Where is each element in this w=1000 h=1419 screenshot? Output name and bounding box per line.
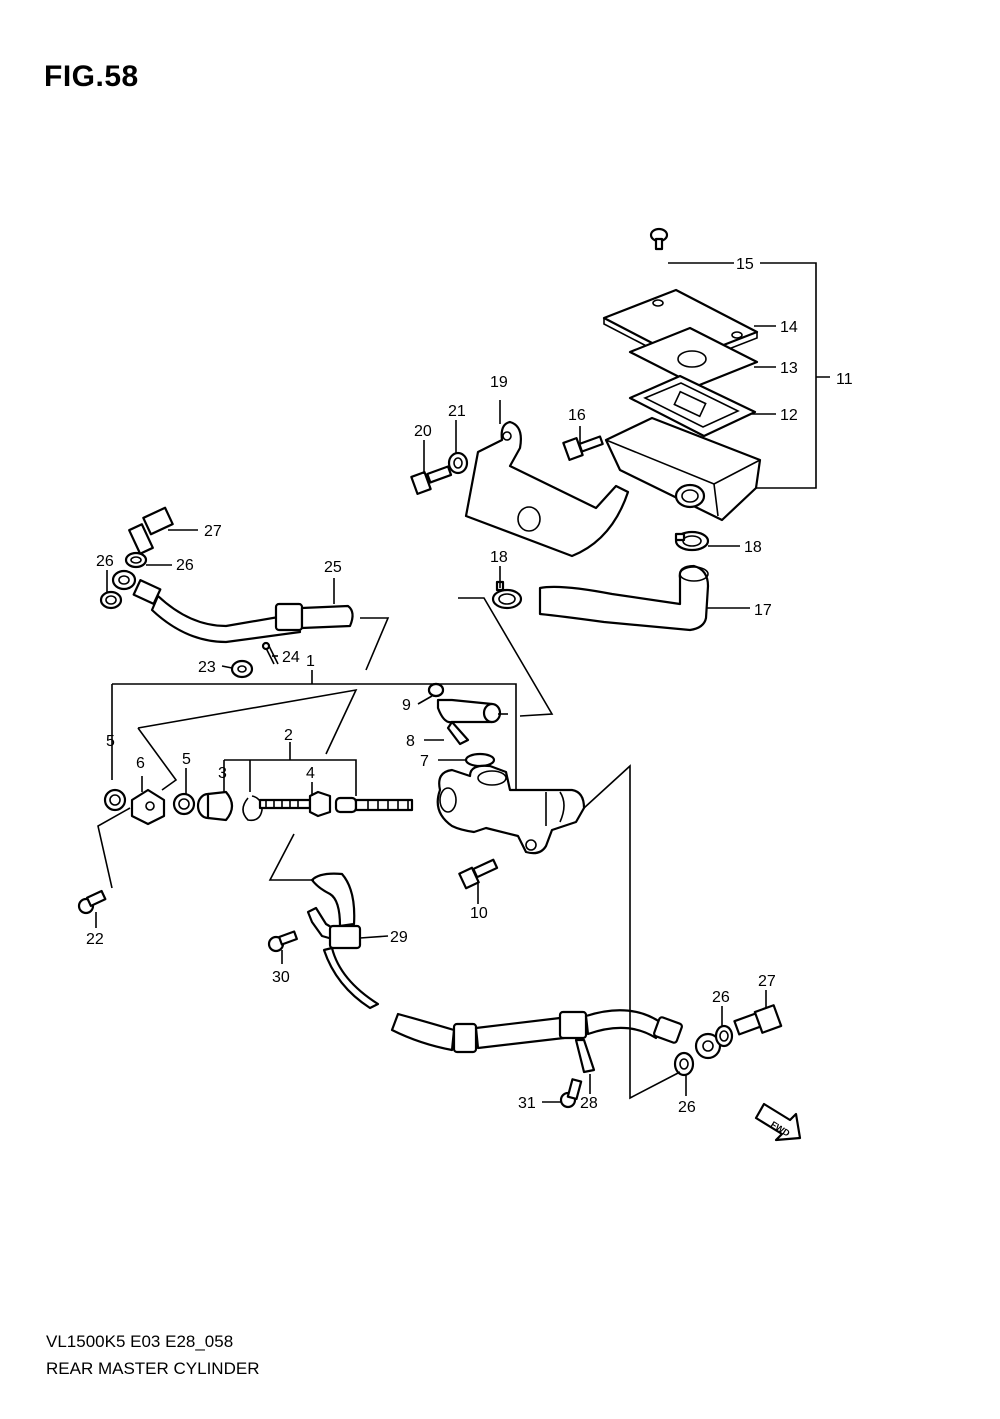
callout-26-a: 26	[176, 557, 194, 574]
callout-13: 13	[780, 360, 798, 377]
callout-12: 12	[780, 407, 798, 424]
dust-boot	[196, 790, 234, 822]
callout-3: 3	[218, 765, 227, 782]
reservoir-bracket	[464, 420, 630, 558]
diagram-name: REAR MASTER CYLINDER	[46, 1359, 260, 1378]
master-cylinder-body	[436, 764, 586, 855]
lower-washer-1	[714, 1024, 734, 1048]
callout-18-lower: 18	[490, 549, 508, 566]
reservoir-body	[604, 416, 762, 522]
hose-guide-bolt	[267, 930, 298, 953]
callout-30: 30	[272, 969, 290, 986]
callout-27-upper: 27	[204, 523, 222, 540]
reservoir-hose	[538, 564, 710, 632]
callout-9: 9	[402, 697, 411, 714]
figure-title: FIG.58	[44, 60, 139, 93]
callout-21: 21	[448, 403, 466, 420]
callout-11: 11	[836, 371, 853, 388]
callout-14: 14	[780, 319, 798, 336]
connector-screw	[427, 682, 445, 698]
nut-right	[172, 792, 196, 816]
reservoir-plate	[628, 326, 759, 388]
forward-arrow-icon: FWD	[754, 1102, 802, 1142]
callout-18-upper: 18	[744, 539, 762, 556]
callout-26-b: 26	[96, 553, 114, 570]
group-lines	[97, 262, 830, 1100]
nut-left	[103, 788, 127, 812]
callout-29: 29	[390, 929, 408, 946]
hose-clamp-lower	[491, 580, 523, 610]
callout-31: 31	[518, 1095, 536, 1112]
callout-15: 15	[736, 256, 754, 273]
push-rod	[258, 790, 332, 818]
clevis	[130, 788, 166, 826]
callout-26-c: 26	[712, 989, 730, 1006]
pin-washer	[230, 659, 254, 679]
callout-10: 10	[470, 905, 488, 922]
callout-labels: 15 14 13 11 12 19 16 21 20 18 18 17 27 2…	[86, 256, 853, 1116]
hose-clamp-bolt	[559, 1078, 583, 1109]
reservoir-diaphragm	[628, 374, 757, 438]
cotter-pin	[261, 641, 279, 665]
leader-lines	[95, 262, 776, 1103]
callout-4: 4	[306, 765, 315, 782]
bracket-bolt	[410, 465, 453, 495]
callout-1: 1	[306, 653, 315, 670]
callout-20: 20	[414, 423, 432, 440]
lower-washer-2	[673, 1051, 695, 1077]
lower-union-bolt	[733, 1004, 783, 1036]
model-code: VL1500K5 E03 E28_058	[46, 1332, 234, 1351]
reservoir-bolt	[562, 435, 604, 461]
callout-25: 25	[324, 559, 342, 576]
callout-8: 8	[406, 733, 415, 750]
callout-26-d: 26	[678, 1099, 696, 1116]
callout-5-right: 5	[182, 751, 191, 768]
callout-27-lower: 27	[758, 973, 776, 990]
callout-16: 16	[568, 407, 586, 424]
hose-clamp-upper	[674, 530, 710, 552]
callout-24: 24	[282, 649, 300, 666]
callout-5-left: 5	[106, 733, 115, 750]
reservoir-cap-screw	[649, 227, 669, 251]
callout-19: 19	[490, 374, 508, 391]
bracket-washer	[447, 451, 469, 475]
connector-o-ring	[464, 752, 496, 768]
upper-washer-1	[124, 551, 148, 569]
callout-28: 28	[580, 1095, 598, 1112]
hose-clamp-bracket	[574, 1038, 596, 1074]
upper-brake-hose	[111, 569, 354, 644]
upper-union-bolt	[128, 506, 174, 555]
upper-washer-2	[99, 590, 123, 610]
mounting-bolt	[458, 858, 499, 890]
callout-23: 23	[198, 659, 216, 676]
lower-brake-hose	[322, 924, 722, 1060]
clevis-pin	[77, 889, 107, 915]
piston-set	[334, 796, 414, 814]
callout-17: 17	[754, 602, 772, 619]
callout-7: 7	[420, 753, 429, 770]
callout-2: 2	[284, 727, 293, 744]
callout-6: 6	[136, 755, 145, 772]
callout-22: 22	[86, 931, 104, 948]
